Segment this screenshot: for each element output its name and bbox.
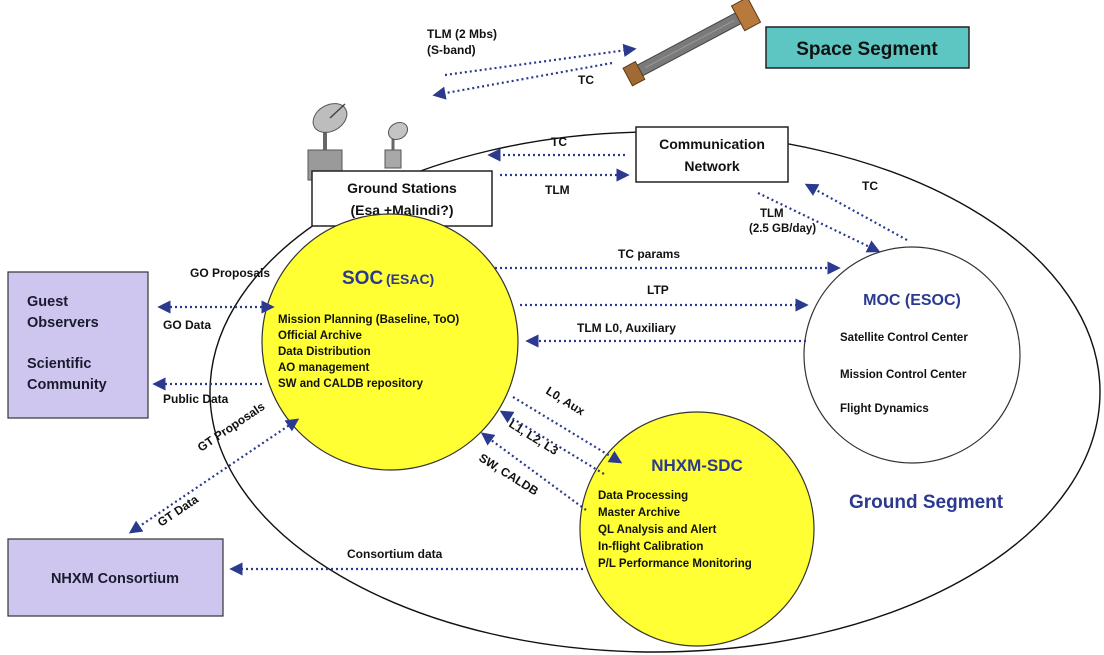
flow-label: TC [551,135,567,149]
soc-node: SOC (ESAC) Mission Planning (Baseline, T… [261,213,519,471]
comm-network-line1: Communication [659,136,765,152]
flow-label: GT Data [155,492,201,530]
flow-label: TLM [760,208,784,220]
moc-item: Satellite Control Center [840,332,968,344]
soc-subtitle: (ESAC) [386,271,434,287]
flow-label: GO Data [163,318,211,332]
ground-stations-line2: (Esa +Malindi?) [350,202,453,218]
comm-network-line2: Network [684,158,739,174]
guest-line1: Guest [27,294,68,310]
soc-item: Data Distribution [278,346,371,358]
moc-item: Flight Dynamics [840,403,929,415]
nhxm-sdc-item: P/L Performance Monitoring [598,558,752,570]
flow-label: (2.5 GB/day) [749,223,816,235]
soc-title: SOC [342,268,383,289]
guest-line4: Community [27,377,107,393]
satellite-icon [622,0,762,87]
flow-label: Public Data [163,392,229,406]
nhxm-sdc-node: NHXM-SDC Data Processing Master Archive … [579,411,815,647]
ground-segment-label: Ground Segment [849,492,1004,513]
flow-label: TC [578,73,594,87]
moc-item: Mission Control Center [840,369,967,381]
nhxm-sdc-item: Data Processing [598,490,688,502]
flow-label: TLM L0, Auxiliary [577,321,676,335]
flow-arrow-tc-moc [804,183,908,241]
communication-network-box: Communication Network [635,126,789,183]
ground-stations-line1: Ground Stations [347,180,457,196]
flow-label: TC params [618,247,680,261]
flow-label: TLM [545,183,570,197]
flow-label: (S-band) [427,43,476,57]
soc-item: Mission Planning (Baseline, ToO) [278,314,459,326]
nhxm-sdc-item: QL Analysis and Alert [598,524,717,536]
flow-label: LTP [647,283,669,297]
guest-observers-box: Guest Observers Scientific Community [7,271,149,419]
flow-arrow-tlm-2mbs [444,43,637,77]
space-segment-label: Space Segment [796,39,938,60]
flow-arrow-sw-caldb [480,432,587,511]
guest-line2: Observers [27,315,99,331]
flow-arrow-gt [128,418,300,534]
guest-line3: Scientific [27,356,91,372]
consortium-label: NHXM Consortium [51,571,179,587]
antenna-dish-small-icon [384,121,409,169]
antenna-dish-icon [307,103,348,181]
flow-label: GO Proposals [190,266,270,280]
flow-label: TLM (2 Mbs) [427,27,497,41]
nhxm-sdc-title: NHXM-SDC [651,456,743,475]
soc-item: Official Archive [278,330,362,342]
nhxm-consortium-box: NHXM Consortium [7,538,224,617]
space-segment-box: Space Segment [765,26,970,69]
moc-title: MOC (ESOC) [863,292,961,309]
nhxm-sdc-item: Master Archive [598,507,680,519]
nhxm-sdc-item: In-flight Calibration [598,541,703,553]
flow-arrows [128,43,908,576]
moc-node: MOC (ESOC) Satellite Control Center Miss… [803,246,1021,464]
soc-item: SW and CALDB repository [278,378,424,390]
flow-label: TC [862,179,878,193]
soc-item: AO management [278,362,370,374]
flow-arrow-l0-aux [512,396,623,464]
flow-arrow-tlm-moc [757,192,881,253]
flow-label: Consortium data [347,547,443,561]
